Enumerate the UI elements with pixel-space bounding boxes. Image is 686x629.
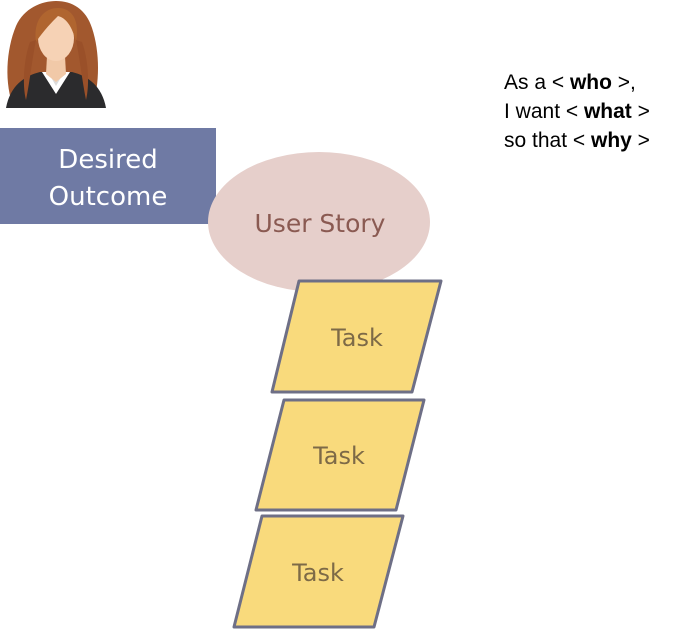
template-line-what: I want < what > xyxy=(504,100,650,123)
task-card-3: Task xyxy=(232,514,405,629)
task-1-shape xyxy=(270,279,443,394)
template-keyword-who: who xyxy=(569,71,612,94)
task-3-shape xyxy=(232,514,405,629)
desired-outcome-line2: Outcome xyxy=(49,182,168,212)
female-user-avatar-icon xyxy=(6,1,106,108)
task-2-label: Task xyxy=(312,442,365,470)
template-keyword-what: what xyxy=(583,100,632,123)
task-3-label: Task xyxy=(291,559,344,587)
template-line-who: As a < who >, xyxy=(504,71,636,94)
desired-outcome-line1: Desired xyxy=(58,145,157,175)
user-story-template: As a < who >, I want < what > so that < … xyxy=(504,68,650,155)
user-story-ellipse xyxy=(208,152,430,292)
template-keyword-why: why xyxy=(590,129,632,152)
task-card-2: Task xyxy=(254,398,426,512)
task-2-shape xyxy=(254,398,426,512)
task-1-label: Task xyxy=(330,324,383,352)
desired-outcome-box xyxy=(0,128,216,224)
template-line-why: so that < why > xyxy=(504,129,650,152)
task-card-1: Task xyxy=(270,279,443,394)
user-story-label: User Story xyxy=(255,209,386,238)
